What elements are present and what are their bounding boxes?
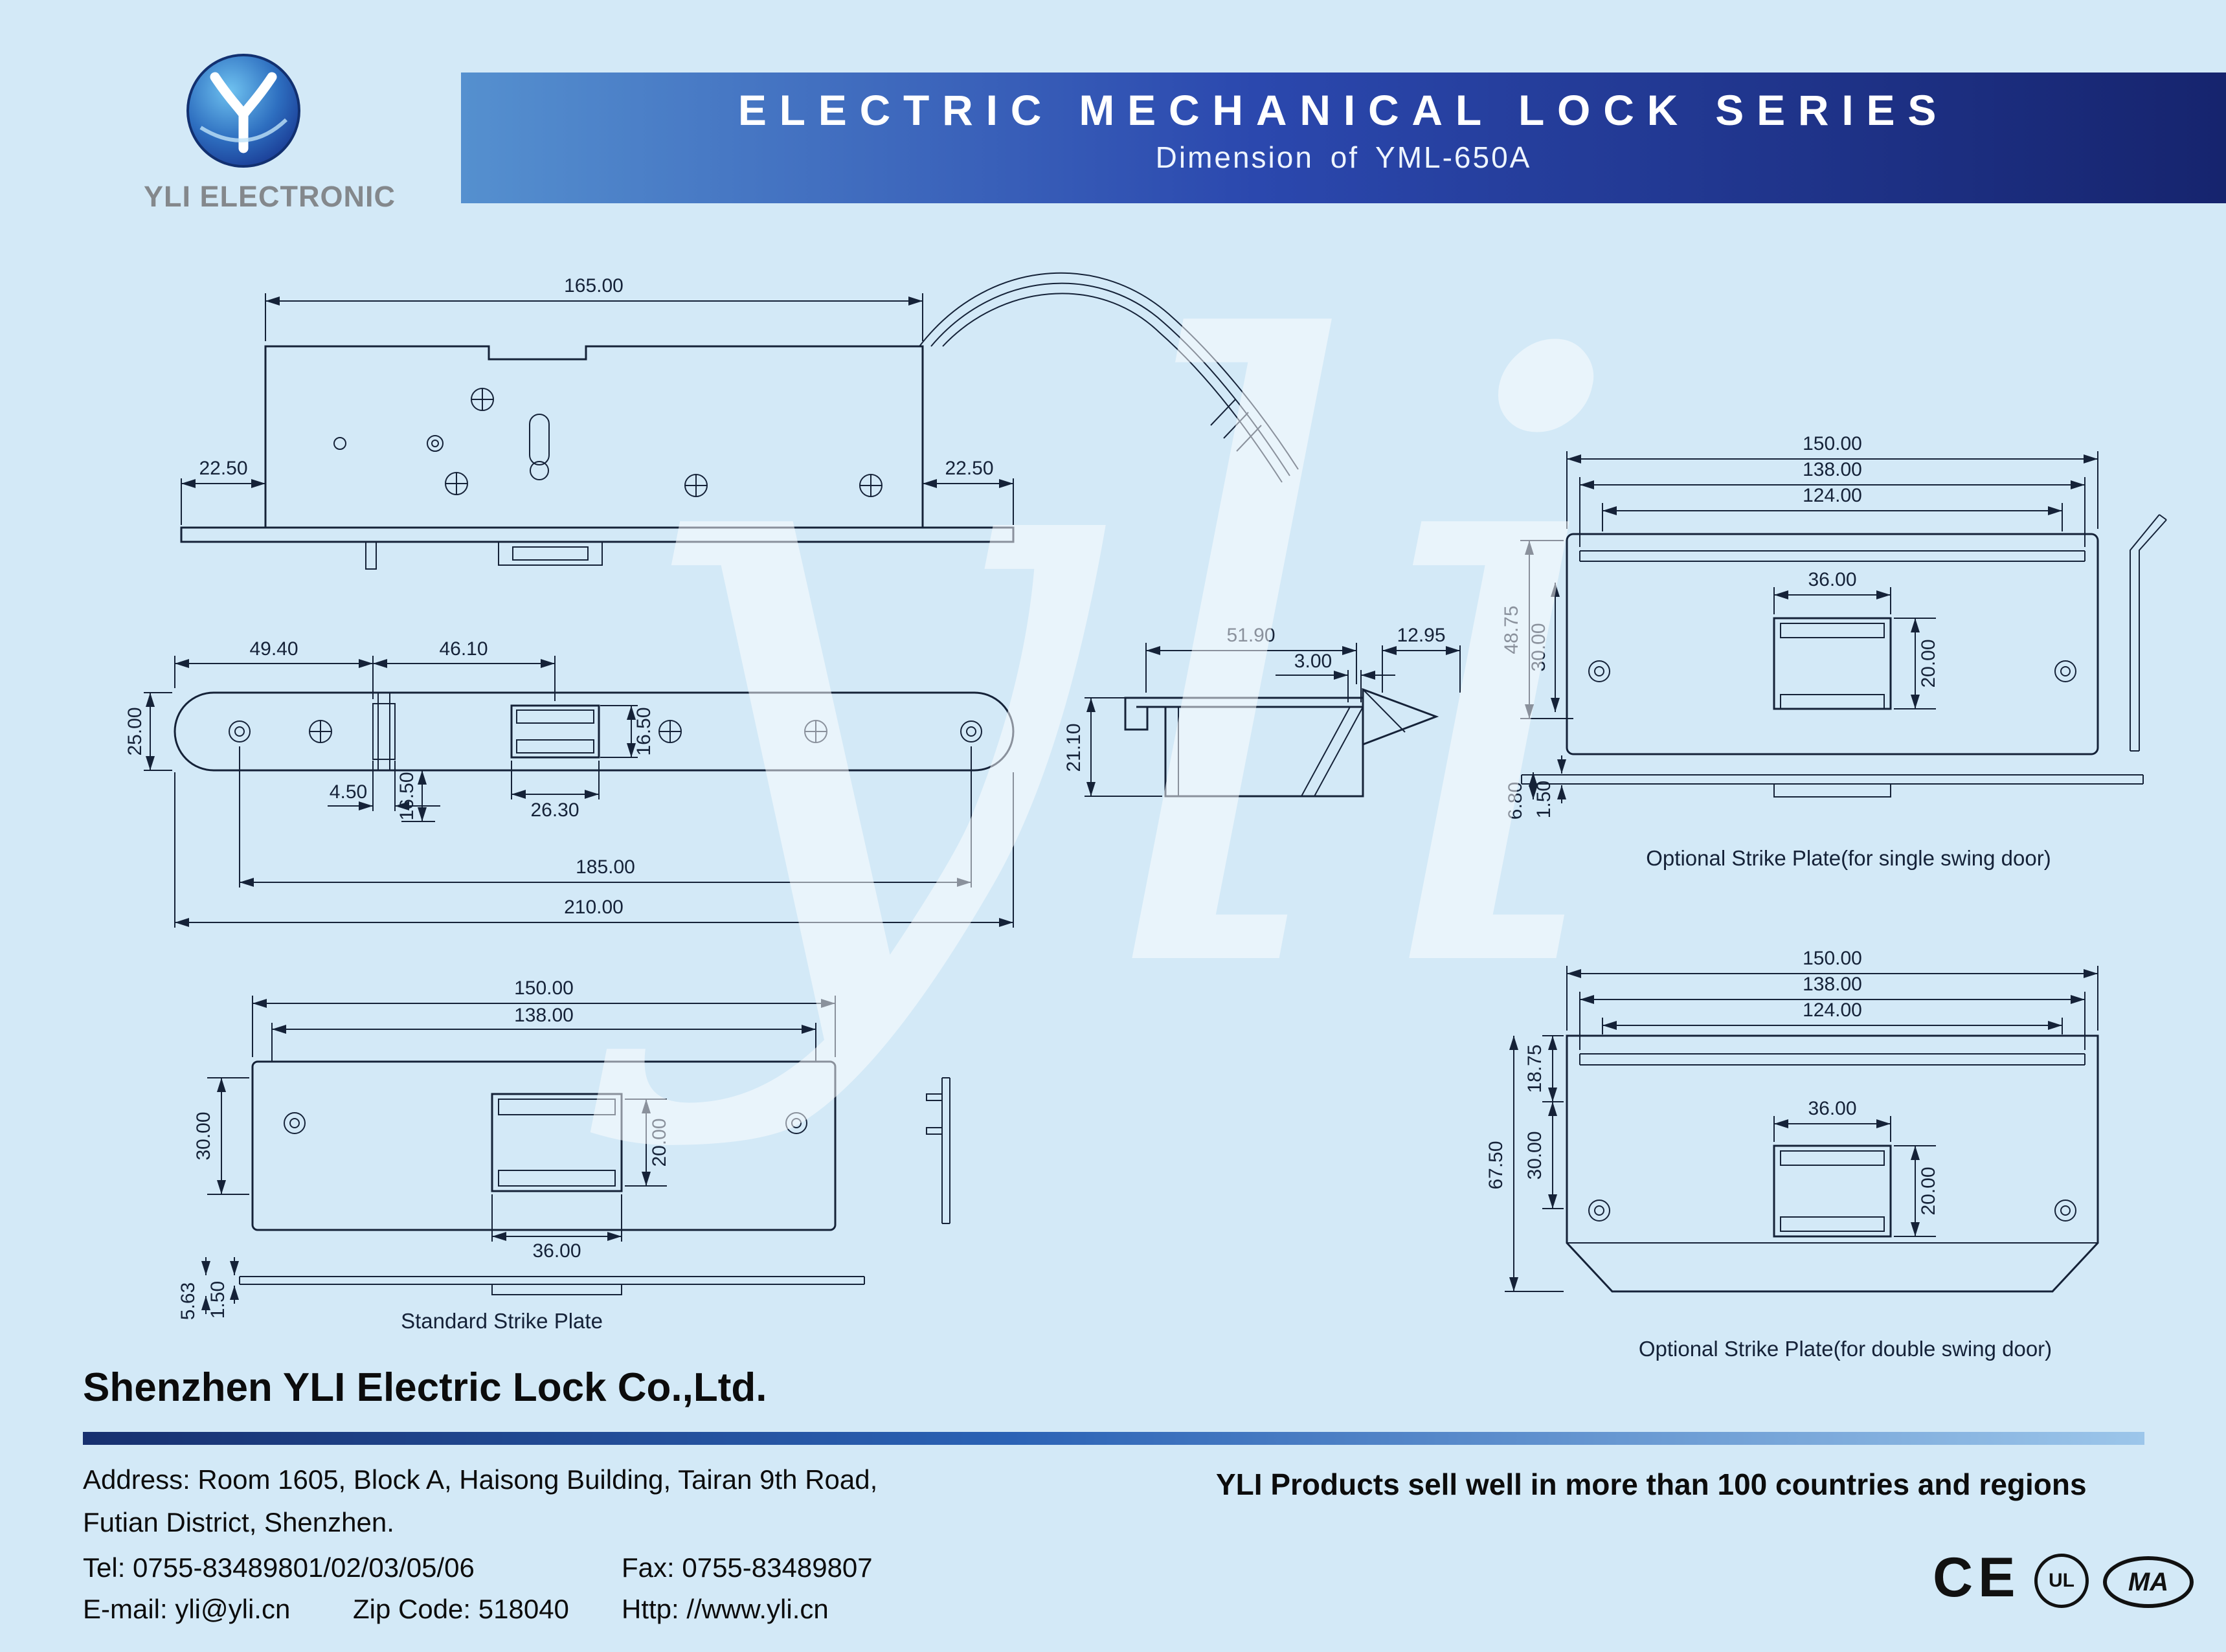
dim-label: 51.90 bbox=[1226, 625, 1275, 646]
strike-standard-view: 150.00 138.00 30.00 20.00 36.00 5.63 1.5… bbox=[177, 977, 950, 1333]
dim-label: 16.50 bbox=[633, 707, 655, 755]
lock-body-screws bbox=[333, 388, 883, 497]
dim-label: 49.40 bbox=[249, 638, 298, 660]
strike-double-dimensions: 150.00 138.00 124.00 18.75 36.00 67.50 3… bbox=[1485, 948, 2098, 1292]
dim-label: 18.75 bbox=[1524, 1044, 1546, 1093]
side-view-dimensions: 51.90 3.00 12.95 21.10 bbox=[1063, 625, 1461, 797]
dim-label: 12.95 bbox=[1397, 625, 1445, 646]
dim-label: 21.10 bbox=[1063, 723, 1085, 772]
dim-label: 16.50 bbox=[396, 772, 418, 820]
strike-double-outline bbox=[1566, 1034, 2099, 1293]
dim-label: 138.00 bbox=[514, 1005, 574, 1026]
dim-label: 67.50 bbox=[1485, 1141, 1507, 1189]
ul-mark-icon: UL bbox=[2034, 1554, 2089, 1608]
dim-label: 36.00 bbox=[1808, 569, 1856, 590]
dim-label: 165.00 bbox=[564, 275, 624, 296]
company-name: Shenzhen YLI Electric Lock Co.,Ltd. bbox=[83, 1365, 767, 1410]
phone-line: Tel: 0755-83489801/02/03/05/06 bbox=[83, 1552, 475, 1583]
dim-label: 26.30 bbox=[530, 799, 579, 821]
dim-label: 3.00 bbox=[1294, 651, 1332, 672]
side-view-outline bbox=[1124, 687, 1439, 798]
dim-label: 20.00 bbox=[1918, 1166, 1939, 1215]
email-line: E-mail: yli@yli.cn bbox=[83, 1594, 291, 1624]
strike-double-view: 150.00 138.00 124.00 18.75 36.00 67.50 3… bbox=[1485, 948, 2099, 1361]
dim-label: 25.00 bbox=[124, 707, 146, 755]
lock-body-outline bbox=[180, 345, 1015, 570]
lock-top-dimensions: 165.00 22.50 22.50 bbox=[181, 275, 1014, 525]
ce-mark-icon: CE bbox=[1933, 1546, 2021, 1609]
dim-label: 20.00 bbox=[1918, 639, 1939, 687]
footer-divider bbox=[83, 1432, 2144, 1445]
dim-label: 150.00 bbox=[1803, 433, 1862, 454]
address-line-1: Address: Room 1605, Block A, Haisong Bui… bbox=[83, 1464, 878, 1495]
dim-label: 36.00 bbox=[1808, 1098, 1856, 1119]
banner-title: ELECTRIC MECHANICAL LOCK SERIES bbox=[737, 86, 1950, 134]
fax-line: Fax: 0755-83489807 bbox=[622, 1552, 873, 1583]
strike-single-caption: Optional Strike Plate(for single swing d… bbox=[1646, 846, 2051, 870]
dim-label: 30.00 bbox=[1524, 1131, 1546, 1179]
strike-double-caption: Optional Strike Plate(for double swing d… bbox=[1639, 1337, 2052, 1361]
strike-standard-outline bbox=[239, 1060, 950, 1295]
dim-label: 138.00 bbox=[1803, 974, 1862, 995]
dim-label: 30.00 bbox=[193, 1111, 214, 1160]
lock-top-view: 165.00 22.50 22.50 bbox=[180, 272, 1299, 570]
dim-label: 1.50 bbox=[1533, 781, 1555, 818]
dim-label: 185.00 bbox=[576, 856, 635, 878]
ma-mark-icon: MA bbox=[2103, 1556, 2194, 1608]
banner-subtitle: Dimension of YML-650A bbox=[1155, 140, 1532, 174]
dim-label: 6.80 bbox=[1505, 782, 1526, 820]
website-line: Http: //www.yli.cn bbox=[622, 1594, 829, 1624]
brand-text: YLI ELECTRONIC bbox=[144, 180, 396, 213]
dim-label: 210.00 bbox=[564, 897, 624, 918]
dim-label: 138.00 bbox=[1803, 459, 1862, 480]
dim-label: 20.00 bbox=[649, 1118, 670, 1166]
slogan-text: YLI Products sell well in more than 100 … bbox=[1216, 1468, 2087, 1501]
faceplate-view: 49.40 46.10 25.00 4.50 16.50 16.50 26.30 bbox=[124, 638, 1015, 928]
dim-label: 124.00 bbox=[1803, 485, 1862, 506]
banner: ELECTRIC MECHANICAL LOCK SERIES Dimensio… bbox=[461, 73, 2226, 203]
faceplate-dimensions: 49.40 46.10 25.00 4.50 16.50 16.50 26.30 bbox=[124, 638, 1014, 928]
side-view: 51.90 3.00 12.95 21.10 bbox=[1063, 625, 1461, 798]
address-line-2: Futian District, Shenzhen. bbox=[83, 1507, 394, 1537]
faceplate-outline bbox=[174, 691, 1015, 772]
dim-label: 1.50 bbox=[207, 1281, 229, 1319]
dim-label: 36.00 bbox=[532, 1240, 581, 1262]
dim-label: 22.50 bbox=[199, 458, 247, 479]
strike-single-outline bbox=[1521, 514, 2167, 798]
dim-label: 46.10 bbox=[439, 638, 488, 660]
dim-label: 124.00 bbox=[1803, 999, 1862, 1021]
strike-single-view: 150.00 138.00 124.00 36.00 48.75 30.00 2… bbox=[1501, 433, 2167, 870]
dim-label: 150.00 bbox=[1803, 948, 1862, 969]
dim-label: 30.00 bbox=[1528, 623, 1549, 671]
yli-logo-icon bbox=[186, 54, 300, 168]
dim-label: 5.63 bbox=[177, 1282, 199, 1320]
strike-standard-caption: Standard Strike Plate bbox=[401, 1309, 603, 1333]
dim-label: 150.00 bbox=[514, 977, 574, 999]
cable bbox=[919, 272, 1299, 483]
dim-label: 48.75 bbox=[1501, 605, 1522, 654]
strike-standard-dimensions: 150.00 138.00 30.00 20.00 36.00 5.63 1.5… bbox=[177, 977, 836, 1320]
dim-label: 22.50 bbox=[945, 458, 993, 479]
zip-line: Zip Code: 518040 bbox=[353, 1594, 569, 1624]
dim-label: 4.50 bbox=[330, 781, 367, 803]
strike-single-dimensions: 150.00 138.00 124.00 36.00 48.75 30.00 2… bbox=[1501, 433, 2098, 820]
